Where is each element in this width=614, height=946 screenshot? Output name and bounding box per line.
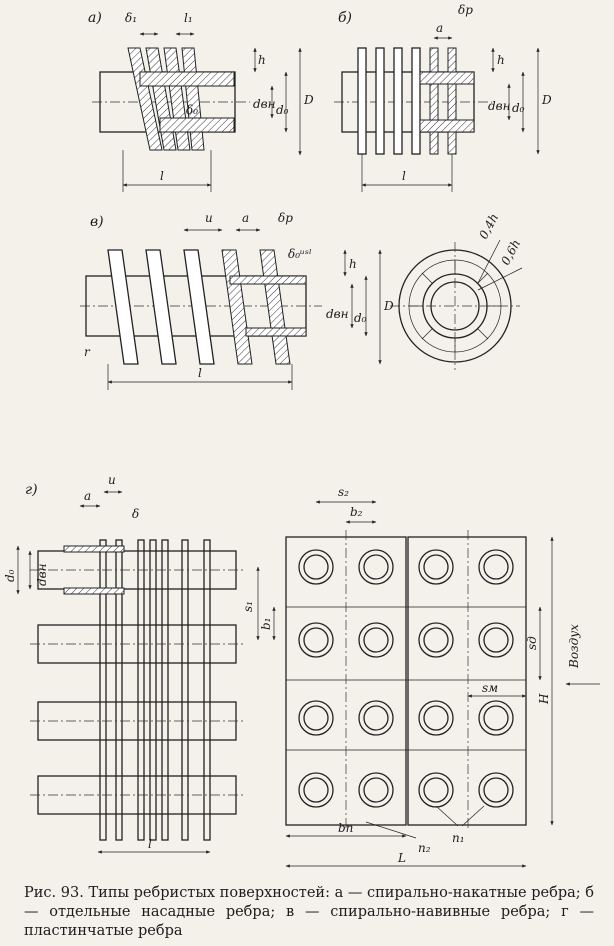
panel-v-dim-delta0-usl: δ₀ᵘˢˡ	[288, 247, 312, 261]
panel-g-dim-delta: δ	[132, 507, 139, 521]
panel-g-dim-bp: bп	[338, 821, 353, 835]
panel-g-dim-s1: s₁	[241, 601, 255, 612]
panel-b-fins	[357, 47, 475, 155]
panel-g-plan	[285, 530, 527, 830]
panel-v: в) l r u a δр δ₀ᵘˢˡ h dвн d₀ D	[80, 211, 523, 390]
panel-v-dim-r: r	[84, 345, 91, 359]
panel-a-dim-delta0: δ₀	[186, 103, 198, 117]
finned-surfaces-figure: а) l δ₁ l₁ h dвн d₀ D δ₀ б)	[3, 3, 600, 868]
panel-b: б) l δр a h dвн d₀ D	[334, 3, 552, 192]
panel-b-dim-dvn: dвн	[488, 99, 511, 113]
panel-b-tube	[341, 71, 475, 133]
panel-g-dim-d0: d₀	[3, 569, 17, 582]
panel-v-dim-dvn: dвн	[326, 307, 349, 321]
panel-v-dim-a: a	[242, 211, 249, 225]
panel-g-dim-u: u	[108, 473, 116, 487]
panel-g-dim-s2: s₂	[338, 485, 349, 499]
panel-g-n2: n₂	[418, 841, 431, 855]
panel-g-dim-sd: sд	[525, 636, 539, 650]
panel-v-end-view	[390, 239, 523, 370]
panel-b-label: б)	[338, 10, 352, 26]
panel-g-air-label: Воздух	[567, 624, 581, 669]
panel-g-label: г)	[25, 482, 38, 498]
panel-a-dim-h: h	[258, 53, 266, 67]
panel-g-dim-b2: b₂	[350, 505, 363, 519]
panel-g-dim-a: a	[84, 489, 91, 503]
panel-a-dim-delta1: δ₁	[125, 11, 137, 25]
panel-g-dim-dvn: dвн	[35, 563, 49, 586]
panel-v-fins	[107, 249, 307, 365]
panel-g-n1: n₁	[452, 831, 465, 845]
panel-v-dim-h: h	[349, 257, 357, 271]
panel-b-dim-D: D	[541, 93, 552, 107]
panel-v-dim-l: l	[198, 366, 202, 380]
panel-v-dim-04h: 0,4h	[476, 211, 501, 241]
panel-a-dim-l: l	[160, 169, 164, 183]
panel-g-plates	[99, 539, 211, 841]
panel-a-dim-dvn: dвн	[253, 97, 276, 111]
figure-caption: Рис. 93. Типы ребристых поверхностей: а …	[24, 885, 594, 939]
panel-a-fins	[127, 47, 235, 151]
panel-b-dim-d0: d₀	[512, 101, 525, 115]
panel-a-label: а)	[88, 10, 102, 26]
panel-g-holes	[298, 549, 514, 808]
panel-a-dim-d0: d₀	[276, 103, 289, 117]
panel-g-dim-H: H	[537, 693, 551, 705]
panel-b-dim-l: l	[402, 169, 406, 183]
panel-g-dim-L: L	[397, 851, 406, 865]
panel-v-dim-deltap: δр	[278, 211, 293, 225]
panel-b-dim-a: a	[436, 21, 443, 35]
panel-v-dim-06h: 0,6h	[498, 237, 523, 267]
panel-v-dim-d0: d₀	[354, 311, 367, 325]
panel-g: г) l a u δ	[3, 473, 600, 868]
panel-g-tubes	[30, 545, 245, 815]
panel-v-dim-D: D	[383, 299, 394, 313]
panel-b-dim-deltap: δр	[458, 3, 473, 17]
panel-a-dim-l1: l₁	[184, 11, 193, 25]
panel-g-dim-sm: sм	[482, 681, 498, 695]
panel-a-dim-D: D	[303, 93, 314, 107]
panel-v-dim-u: u	[205, 211, 213, 225]
panel-b-dim-h: h	[497, 53, 505, 67]
panel-a: а) l δ₁ l₁ h dвн d₀ D δ₀	[88, 10, 314, 192]
panel-g-dim-l: l	[148, 837, 152, 851]
panel-v-label: в)	[90, 214, 104, 230]
panel-g-dim-b1: b₁	[259, 618, 273, 631]
